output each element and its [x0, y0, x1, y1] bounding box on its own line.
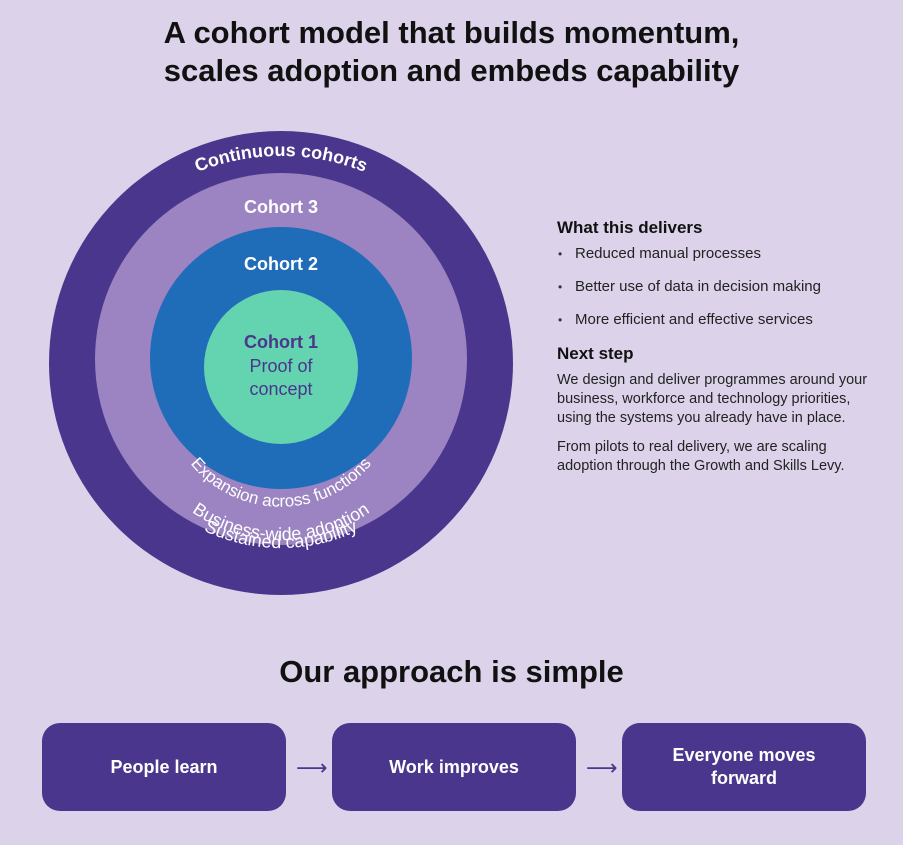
- title-line-2: scales adoption and embeds capability: [163, 53, 740, 88]
- step-work-improves: Work improves: [332, 723, 576, 811]
- cohort-1-label: Cohort 1: [244, 332, 318, 352]
- ring-cohort-1: [204, 290, 358, 444]
- delivers-list: Reduced manual processes Better use of d…: [557, 245, 877, 329]
- page-title: A cohort model that builds momentum, sca…: [0, 14, 903, 90]
- step-label-line-1: Everyone moves: [672, 745, 816, 765]
- step-label: Work improves: [389, 756, 519, 777]
- next-step-paragraph-2: From pilots to real delivery, we are sca…: [557, 439, 845, 474]
- step-people-learn: People learn: [42, 723, 286, 811]
- list-item: More efficient and effective services: [557, 311, 877, 329]
- approach-heading: Our approach is simple: [279, 654, 624, 689]
- step-label-line-2: forward: [710, 768, 777, 788]
- title-line-1: A cohort model that builds momentum,: [163, 15, 740, 50]
- arrow-right-icon: ⟶: [586, 755, 618, 780]
- list-item: Reduced manual processes: [557, 245, 877, 263]
- arrow-right-icon: ⟶: [296, 755, 328, 780]
- cohort-1-sub-1: Proof of: [249, 356, 313, 376]
- next-step-paragraph-1: We design and deliver programmes around …: [557, 372, 868, 426]
- ring-label-cohort-3: Cohort 3: [244, 197, 318, 217]
- step-label: People learn: [110, 756, 218, 777]
- next-step-heading: Next step: [557, 344, 634, 363]
- ring-label-cohort-2: Cohort 2: [244, 254, 318, 274]
- step-everyone-moves-forward: Everyone moves forward: [622, 723, 866, 811]
- list-item: Better use of data in decision making: [557, 278, 877, 296]
- delivers-heading: What this delivers: [557, 218, 703, 237]
- cohort-1-sub-2: concept: [249, 379, 312, 399]
- info-panel: What this delivers Reduced manual proces…: [557, 218, 877, 486]
